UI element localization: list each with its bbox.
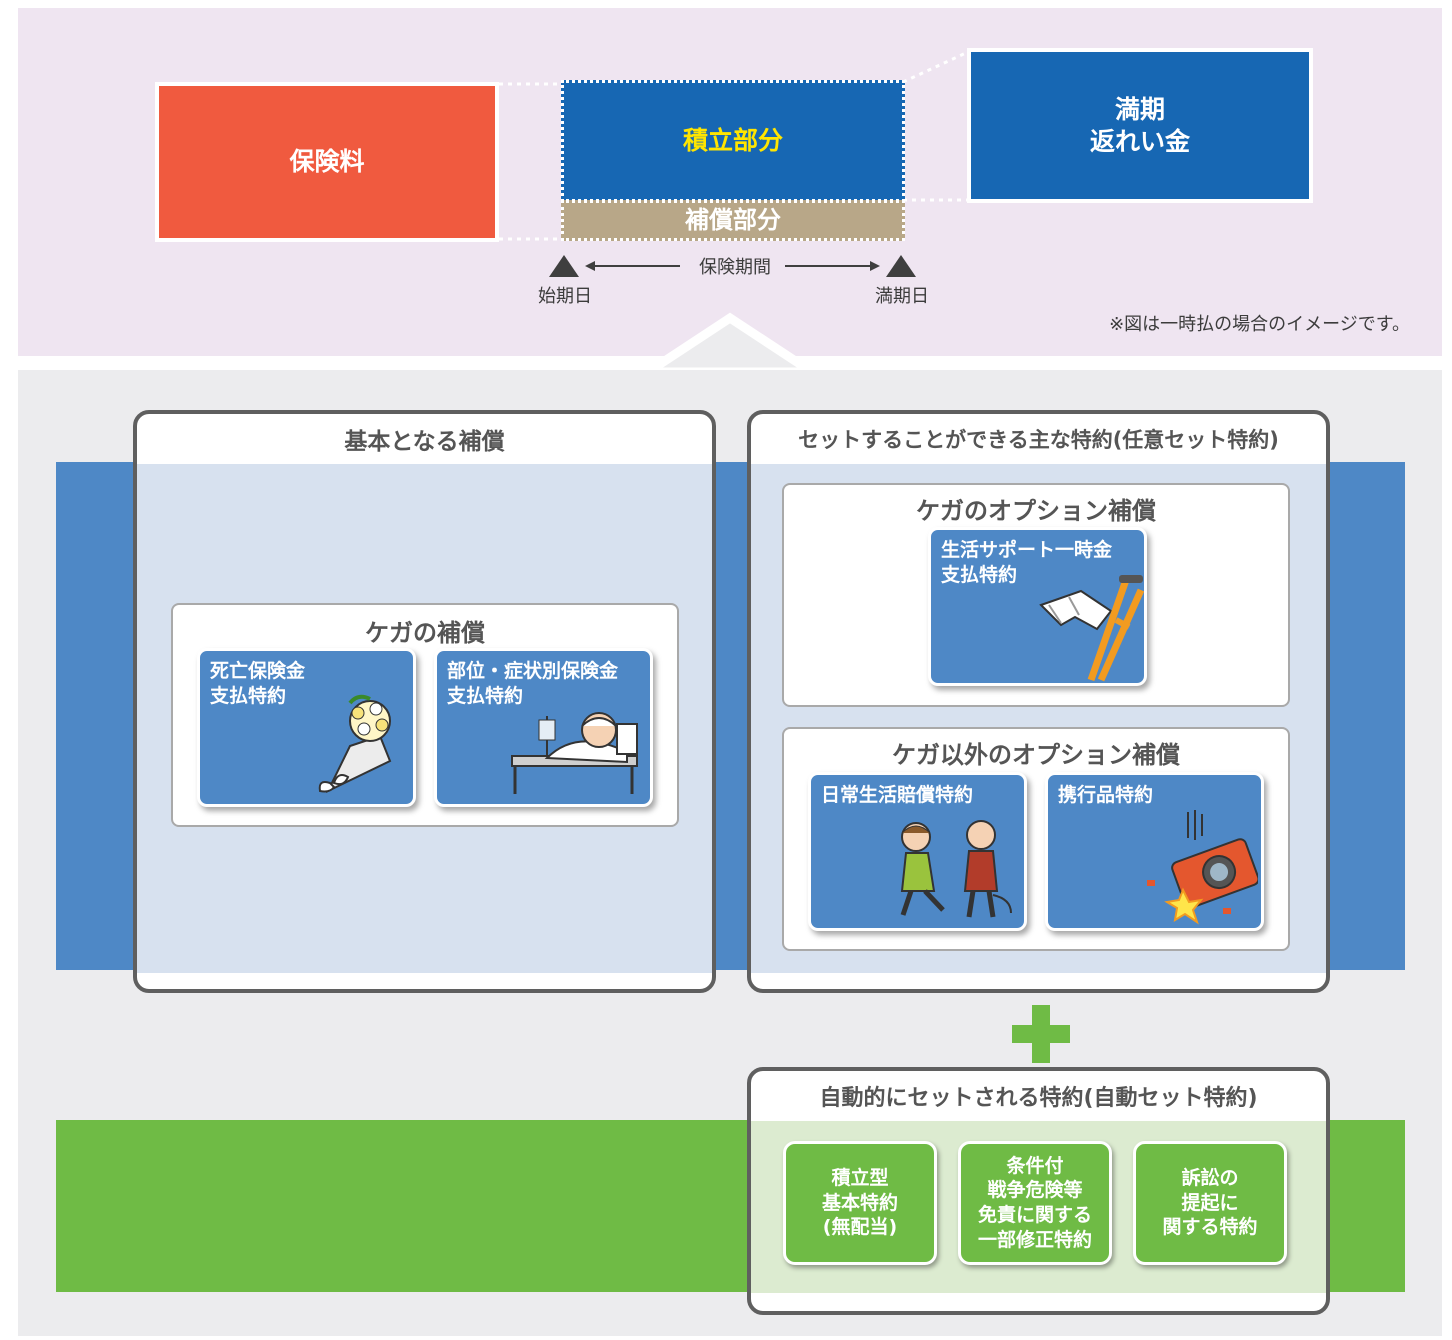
card-line: 関する特約 — [1162, 1216, 1258, 1239]
optional-riders-title: セットすることができる主な特約(任意セット特約) — [798, 428, 1279, 452]
start-marker-icon — [549, 255, 579, 277]
pointer-notch — [640, 312, 820, 374]
injury-option-title: ケガのオプション補償 — [916, 497, 1156, 525]
card-line: 戦争危険等 — [987, 1179, 1083, 1202]
card-line: 条件付 — [1006, 1154, 1064, 1177]
maturity-refund-block: 満期 返れい金 — [967, 48, 1313, 203]
period-arrow-icon — [585, 261, 880, 271]
reserve-part-label: 積立部分 — [682, 126, 783, 155]
card-line: 免責に関する — [977, 1204, 1092, 1226]
injury-symptom-benefit-card: 部位・症状別保険金 支払特約 — [434, 648, 653, 807]
other-option-title: ケガ以外のオプション補償 — [892, 741, 1180, 769]
card-line: 提起に — [1181, 1191, 1239, 1214]
image-note: ※図は一時払の場合のイメージです。 — [1109, 314, 1410, 335]
start-date-label: 始期日 — [538, 286, 592, 307]
death-benefit-card: 死亡保険金 支払特約 — [197, 648, 416, 807]
premium-label: 保険料 — [289, 147, 365, 176]
cast-crutch-icon — [1039, 575, 1144, 682]
card-line: 日常生活賠償特約 — [821, 784, 974, 806]
reserve-basic-rider-card: 積立型 基本特約 (無配当) — [783, 1141, 937, 1265]
insurance-period-label: 保険期間 — [699, 257, 771, 278]
card-line: 携行品特約 — [1058, 784, 1154, 806]
card-line: 一部修正特約 — [977, 1228, 1092, 1251]
war-risk-rider-card: 条件付 戦争危険等 免責に関する 一部修正特約 — [958, 1141, 1112, 1265]
card-line: 支払特約 — [210, 684, 287, 707]
card-line: 訴訟の — [1181, 1166, 1239, 1189]
card-line: (無配当) — [822, 1216, 898, 1239]
broken-camera-icon — [1147, 810, 1258, 925]
reserve-part-block: 積立部分 — [561, 80, 905, 202]
bouquet-icon — [318, 694, 392, 794]
maturity-refund-line: 返れい金 — [1089, 126, 1190, 156]
card-line: 生活サポート一時金 — [941, 539, 1113, 561]
card-line: 支払特約 — [941, 563, 1018, 586]
basic-coverage-title: 基本となる補償 — [344, 429, 505, 455]
premium-block: 保険料 — [155, 82, 499, 242]
card-line: 支払特約 — [447, 684, 524, 707]
card-line: 積立型 — [831, 1166, 889, 1189]
litigation-rider-card: 訴訟の 提起に 関する特約 — [1133, 1141, 1287, 1265]
compensation-part-label: 補償部分 — [685, 206, 781, 235]
compensation-part-block: 補償部分 — [561, 200, 905, 241]
tripping-accident-icon — [900, 820, 1012, 918]
injury-coverage-title: ケガの補償 — [365, 619, 485, 647]
card-line: 基本特約 — [821, 1191, 898, 1214]
maturity-refund-line: 満期 — [1114, 94, 1165, 124]
daily-liability-card: 日常生活賠償特約 — [808, 772, 1027, 931]
life-support-card: 生活サポート一時金 支払特約 — [928, 527, 1147, 686]
end-marker-icon — [886, 255, 916, 277]
auto-riders-title: 自動的にセットされる特約(自動セット特約) — [819, 1086, 1258, 1111]
personal-belongings-card: 携行品特約 — [1045, 772, 1264, 931]
plus-icon — [1012, 1005, 1070, 1063]
hospital-bed-icon — [511, 712, 638, 794]
card-line: 部位・症状別保険金 — [447, 660, 619, 682]
connector-lines — [499, 50, 969, 241]
card-line: 死亡保険金 — [210, 660, 306, 682]
maturity-date-label: 満期日 — [875, 286, 929, 307]
